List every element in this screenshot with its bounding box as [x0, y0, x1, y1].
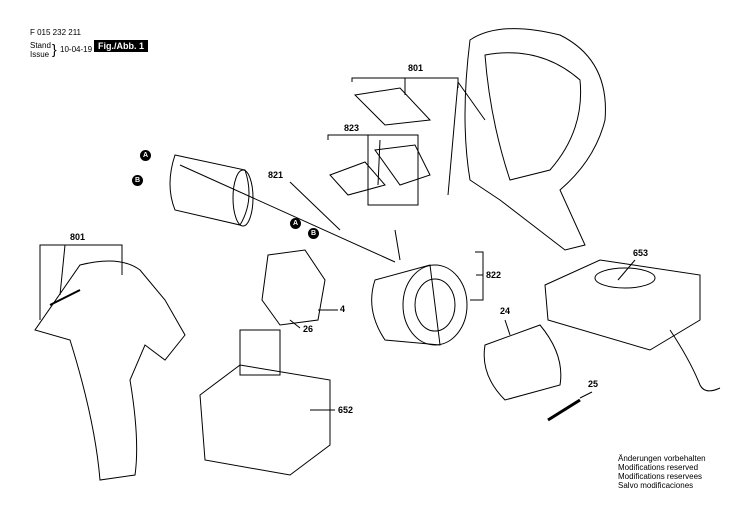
issue-date: 10-04-19	[60, 45, 93, 54]
marker-b-switch: B	[308, 228, 319, 239]
part-number: F 015 232 211	[30, 28, 82, 37]
leader-lines	[39, 77, 636, 411]
figure-label: Fig./Abb. 1	[94, 40, 148, 52]
housing-right-half	[464, 28, 606, 251]
brace: }	[52, 41, 57, 57]
footer-note-es: Salvo modificaciones	[618, 481, 694, 490]
callout-823: 823	[344, 123, 360, 133]
callout-653: 653	[633, 248, 649, 258]
marker-a-motor: A	[140, 150, 151, 161]
housing-left-half	[34, 260, 186, 481]
callout-24: 24	[500, 306, 511, 316]
callout-801-left: 801	[70, 232, 86, 242]
marker-a-switch: A	[290, 218, 301, 229]
issue-label: Issue	[30, 50, 50, 59]
callout-821: 821	[268, 170, 284, 180]
footer-note-en: Modifications reserved	[618, 463, 699, 472]
callout-26: 26	[303, 324, 314, 334]
footer-note-fr: Modifications reservees	[618, 472, 703, 481]
chuck	[483, 324, 562, 401]
stand-label: Stand	[30, 41, 51, 50]
callout-25: 25	[588, 379, 599, 389]
footer-note-de: Änderungen vorbehalten	[618, 454, 706, 463]
switch-cover	[353, 87, 432, 126]
callout-801-top: 801	[408, 63, 424, 73]
callout-652: 652	[338, 405, 354, 415]
charger	[544, 259, 701, 351]
switch	[261, 249, 326, 326]
battery	[199, 364, 331, 476]
marker-b-motor: B	[132, 175, 143, 186]
callout-4: 4	[340, 304, 346, 314]
callout-822: 822	[486, 270, 502, 280]
screw	[547, 398, 581, 422]
